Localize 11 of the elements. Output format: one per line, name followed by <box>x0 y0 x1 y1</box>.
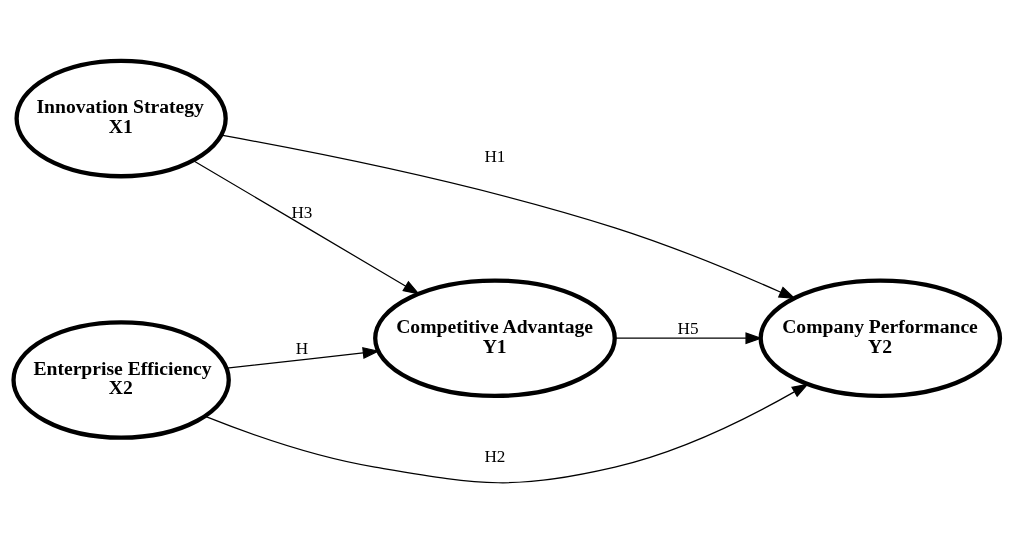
edge-label: H1 <box>484 146 506 166</box>
arrow <box>204 383 809 484</box>
edge-label: H2 <box>484 447 506 467</box>
edge-label: H3 <box>291 203 313 223</box>
arrow <box>226 346 380 369</box>
arrow <box>220 134 796 299</box>
node-ellipse: Enterprise Efficiency X2 <box>11 320 231 440</box>
arrow <box>192 159 421 295</box>
edge-label: H5 <box>677 318 699 338</box>
node-ellipse: Innovation Strategy X1 <box>14 58 228 179</box>
edge-label: H <box>295 339 309 359</box>
